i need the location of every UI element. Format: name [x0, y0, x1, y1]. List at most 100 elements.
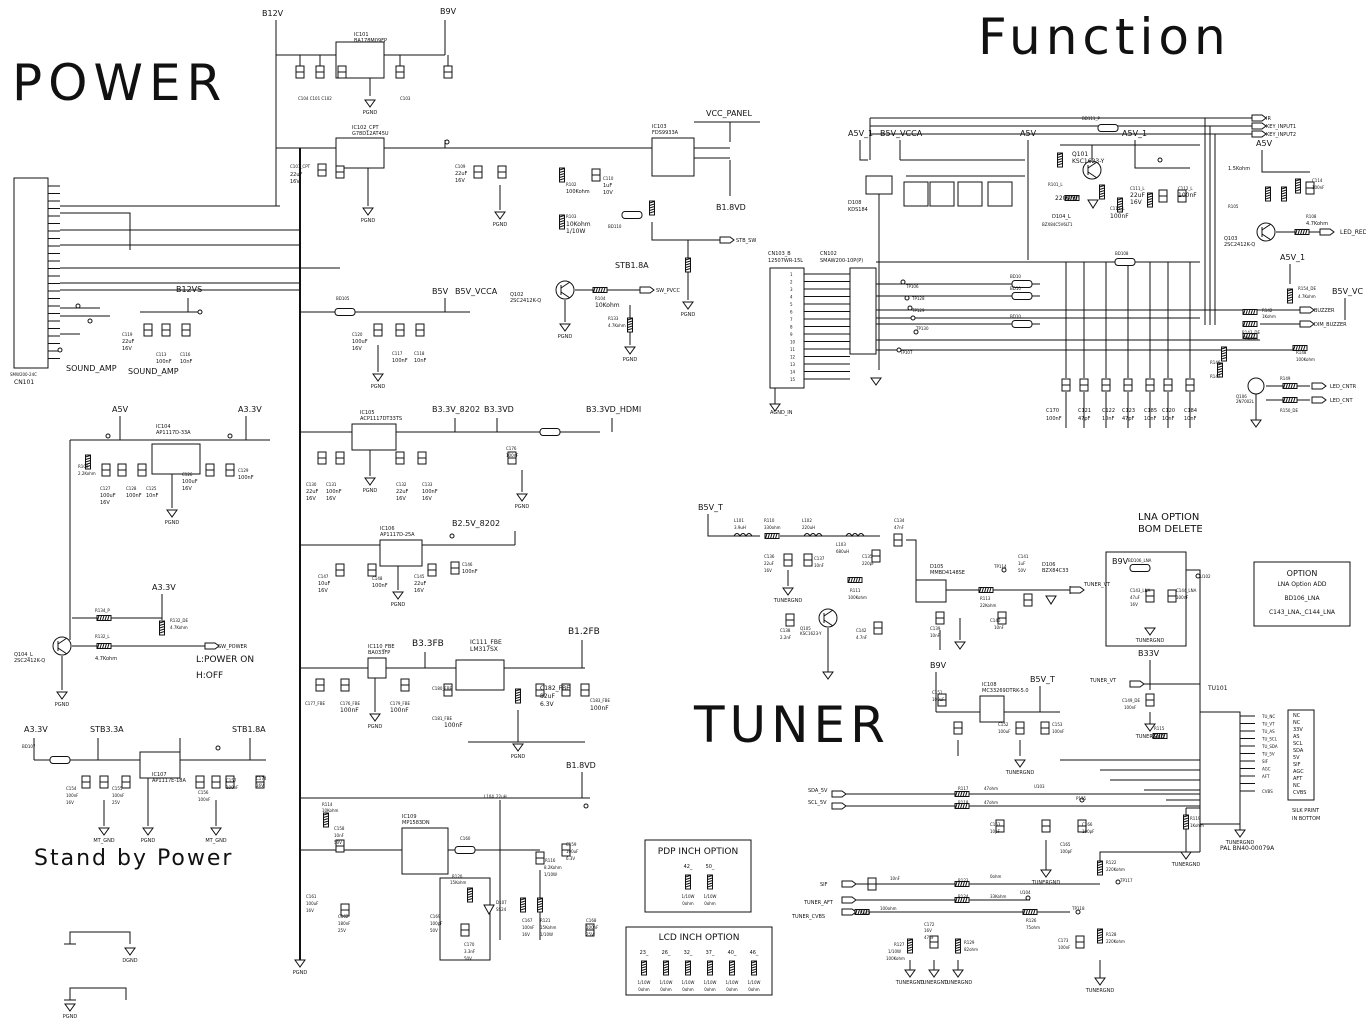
cap-value: 16V	[326, 496, 336, 502]
diode-value: SS24	[496, 907, 507, 912]
net-label-sda: SDA_5V	[808, 788, 828, 794]
test-point	[57, 347, 63, 353]
cap-value: 47nF	[894, 525, 905, 530]
tuner-pin-name: NC	[1293, 713, 1301, 719]
res-ref: R105	[1228, 204, 1239, 209]
zener-d106	[1045, 595, 1057, 605]
cap-ref: C127	[100, 486, 111, 491]
lcd-option-value: 1/10W	[726, 980, 739, 985]
rail-label-stb1v8a: STB1.8A	[615, 261, 649, 270]
cap-value: 16V	[290, 179, 300, 185]
tp-label: TP118	[1071, 906, 1085, 911]
option-box-ic109	[439, 877, 491, 961]
res-ref: R126	[1026, 918, 1037, 923]
res-value: 100ohm	[880, 906, 897, 911]
part-value-ic110: BA033FP	[368, 650, 390, 656]
ground-symbol	[512, 743, 524, 752]
tuner-pin-name: NC	[1293, 783, 1301, 789]
part-value-ic106: AP1117D-25A	[380, 532, 415, 538]
rail-label-vcc_panel: VCC_PANEL	[706, 109, 752, 118]
rail-label-b2v5_8202: B2.5V_8202	[452, 519, 500, 528]
test-point	[215, 745, 221, 751]
cap-ref: C156	[198, 790, 209, 795]
part-value-cn103: 12507WR-15L	[768, 258, 803, 264]
cap-value: 16V	[1130, 199, 1143, 206]
tuner-pin-name: SCL	[1293, 741, 1303, 747]
cap-value: 10nF	[1184, 416, 1197, 422]
res-ref: R134_P	[95, 608, 110, 613]
test-point	[907, 305, 913, 311]
cap-ref: C144_LNA	[1176, 588, 1197, 593]
section-title-tuner: TUNER	[694, 696, 890, 754]
cap-ref: C174	[256, 776, 267, 781]
ground-symbol	[1144, 723, 1156, 732]
tuner-pin-net: TU_NC	[1261, 714, 1275, 719]
rail-label-b5v_t2: B5V_T	[1030, 675, 1055, 684]
cap-ref: C120	[352, 332, 363, 337]
cap-ref: C181_FBE	[432, 716, 452, 721]
test-point	[444, 139, 450, 145]
cap-value: 100nF	[462, 569, 478, 575]
cap-ref: C161	[306, 894, 317, 899]
cap-value: 100nF	[66, 793, 79, 798]
lcd-size-label: 26_	[662, 950, 671, 956]
res-ref: R132_L	[95, 634, 110, 639]
lna-option-note-box	[1253, 561, 1351, 627]
mosfet-q106	[1247, 377, 1265, 395]
cap-value: 10V	[603, 190, 613, 196]
res-value: 4.7Kohm	[1298, 294, 1316, 299]
part-ref-ic101: IC101	[354, 32, 369, 38]
res-value: 15Kohm	[540, 925, 556, 930]
tp-label: P115	[1076, 796, 1087, 801]
net-flag	[719, 236, 735, 244]
part-value-ic105: ACP1117DT33TS	[360, 416, 402, 422]
ferrite-bead-symbol	[1114, 258, 1136, 266]
cap-value: 16V	[122, 346, 132, 352]
rail-label-a3v3: A3.3V	[238, 405, 262, 414]
res-ref: R149	[1280, 376, 1291, 381]
res-ref: R117	[958, 786, 969, 791]
ground-symbol	[928, 969, 940, 978]
rail-label-stb3v3a: STB3.3A	[90, 725, 124, 734]
net-flag	[831, 790, 847, 798]
option-box-line: LNA Option ADD	[1277, 581, 1326, 588]
part-ref-d108: D108	[848, 200, 861, 206]
cap-ref: C129	[238, 468, 249, 473]
tuner-pin-net: SIF	[1262, 759, 1269, 764]
res-ref: R110	[764, 518, 775, 523]
lcd-option-value: 0ohm	[638, 987, 650, 992]
pin-number: 9	[790, 332, 793, 337]
cap-ref: C121	[1078, 408, 1091, 414]
ground-symbol	[64, 1003, 76, 1012]
part-ref-cn103: CN103_B	[768, 251, 791, 257]
cap-ref: C111_L	[1130, 186, 1145, 191]
transistor-q104	[52, 636, 72, 656]
ind-ref: L103	[836, 542, 846, 547]
cap-ref: C158	[334, 826, 345, 831]
cap-ref: C138	[780, 628, 791, 633]
test-point	[896, 347, 902, 353]
regulator-ic105	[351, 423, 397, 451]
res-value: 100Kohm	[1296, 357, 1315, 362]
cap-ref: C130	[306, 482, 317, 487]
diode-array-d108	[865, 175, 893, 195]
cap-value: 10nF	[414, 358, 427, 364]
res-ref: R102	[566, 182, 577, 187]
cap-value: 47pF	[1078, 416, 1091, 422]
cap-ref: C118	[414, 351, 425, 356]
res-value: 4.7Kohm	[95, 656, 117, 662]
net-label-cn101: CN101	[14, 379, 34, 386]
test-point	[1001, 567, 1007, 573]
cap-value: 100uF	[998, 729, 1011, 734]
cap-value: 16V	[924, 928, 932, 933]
rail-label-b3v3d_hdmi: B3.3VD_HDMI	[586, 405, 641, 414]
cap-value: 100nF	[392, 358, 408, 364]
cap-value: 3.3nF	[464, 949, 476, 954]
test-point	[197, 309, 203, 315]
inductor-l103	[845, 533, 865, 537]
pdp-option-value: 0ohm	[704, 901, 716, 906]
ferrite-bead-symbol	[539, 428, 561, 436]
test-point	[900, 279, 906, 285]
ground-symbol	[392, 591, 404, 600]
